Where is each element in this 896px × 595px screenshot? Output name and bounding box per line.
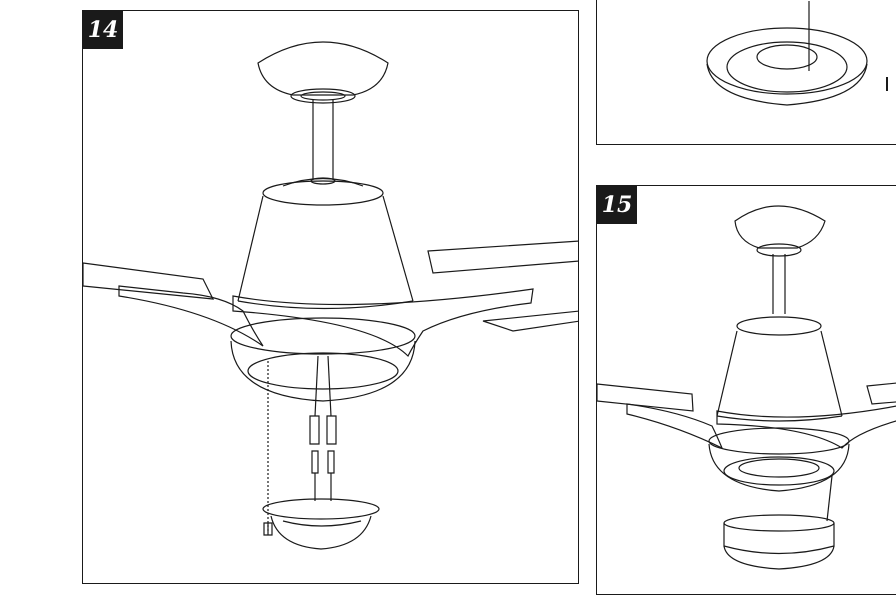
blade-left: [597, 384, 722, 448]
downrod: [773, 254, 785, 314]
step-15-illustration: [597, 186, 896, 595]
blade-left: [83, 263, 263, 346]
canopy: [735, 206, 825, 256]
step-14-illustration: [83, 11, 579, 584]
blade-right: [717, 382, 896, 448]
step-15-panel: 15: [596, 185, 896, 595]
step-14-panel: 14: [82, 10, 579, 584]
motor-housing: [238, 179, 413, 309]
blade-right: [233, 241, 579, 356]
motor-housing: [717, 317, 842, 421]
mounting-ring: [707, 28, 867, 105]
screw-icon: [264, 523, 272, 535]
step-13-illustration: [597, 0, 896, 145]
wires: [268, 356, 331, 531]
canopy: [258, 42, 388, 103]
install-path-line: [827, 476, 832, 521]
switch-housing: [231, 318, 415, 401]
step-13-partial-panel: [596, 0, 896, 145]
wire-connector-icon: [310, 416, 336, 501]
downrod: [311, 99, 335, 184]
light-kit: [263, 499, 379, 549]
step-15-badge: 15: [597, 186, 637, 224]
step-14-badge: 14: [83, 11, 123, 49]
switch-housing: [709, 428, 849, 491]
light-kit: [724, 515, 834, 569]
